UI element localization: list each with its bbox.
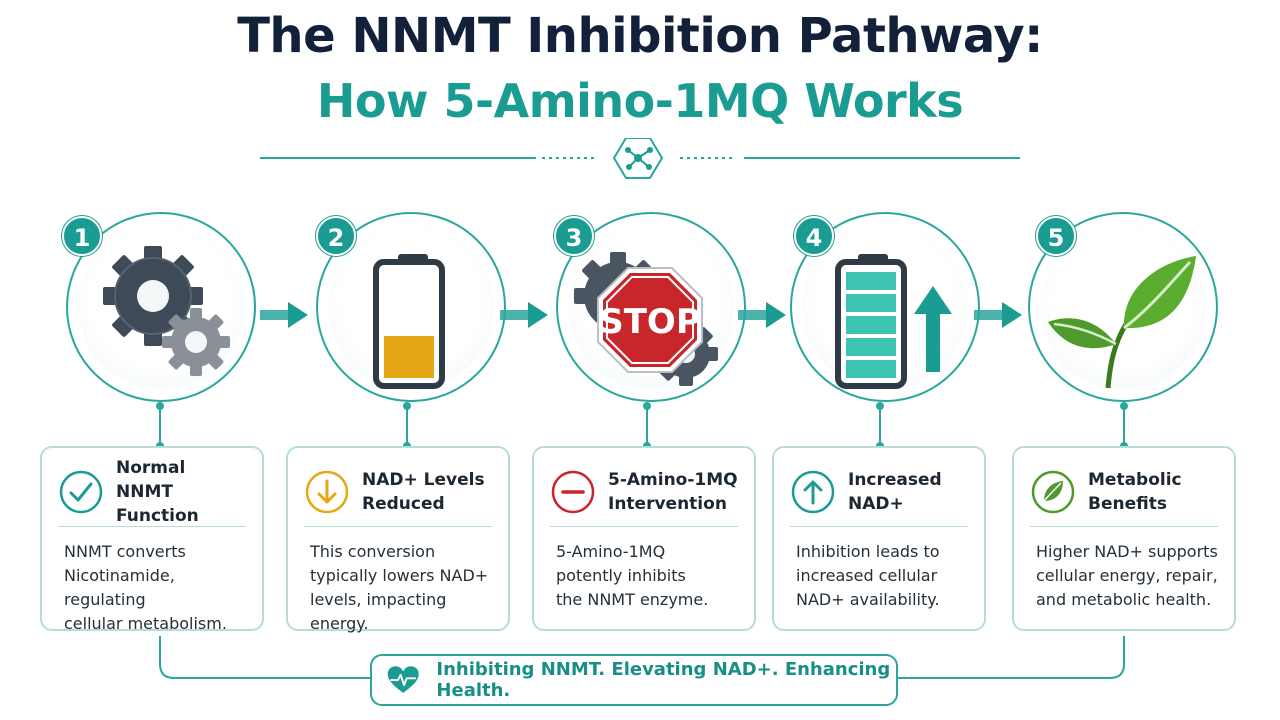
stop-sign-text: STOP	[599, 302, 701, 342]
step-5-number: 5	[1036, 216, 1076, 256]
connector-4	[876, 402, 884, 450]
step-3-circle: STOP	[556, 212, 746, 402]
connector-1	[156, 402, 164, 450]
step-4-number: 4	[794, 216, 834, 256]
step-5-desc-line1: Higher NAD+ supports	[1036, 542, 1218, 561]
step-4-card: Increased NAD+ Inhibition leads to incre…	[772, 446, 986, 631]
full-battery-icon	[835, 254, 952, 389]
step-2-card: NAD+ Levels Reduced This conversion typi…	[286, 446, 510, 633]
stop-sign-icon: STOP	[574, 252, 718, 386]
page-title-line1: The NNMT Inhibition Pathway:	[237, 8, 1043, 64]
connector-3	[643, 402, 651, 450]
flow-arrow-1-2	[260, 302, 308, 328]
molecule-icon	[612, 138, 664, 179]
step-2-title-line1: NAD+ Levels	[362, 470, 485, 490]
title-divider	[260, 138, 1020, 179]
step-1-desc-line2: Nicotinamide, regulating	[64, 566, 175, 609]
step-3-title-line2: Intervention	[608, 494, 727, 514]
card-divider	[790, 526, 968, 527]
step-1-number: 1	[62, 216, 102, 256]
step-3-desc-line3: the NNMT enzyme.	[556, 590, 709, 609]
gears-icon	[103, 246, 230, 376]
card-divider	[58, 526, 246, 527]
step-1-card: Normal NNMT Function NNMT converts Nicot…	[40, 446, 264, 633]
step-5-desc-line2: cellular energy, repair,	[1036, 566, 1218, 585]
card-divider	[550, 526, 738, 527]
step-1-title-line2: NNMT Function	[116, 482, 199, 526]
connector-5	[1120, 402, 1128, 450]
step-3-card: 5-Amino-1MQ Intervention 5-Amino-1MQ pot…	[532, 446, 756, 631]
summary-banner: Inhibiting NNMT. Elevating NAD+. Enhanci…	[370, 654, 898, 706]
step-4-circle	[790, 212, 980, 402]
step-4-desc-line3: NAD+ availability.	[796, 590, 940, 609]
step-3-desc-line1: 5-Amino-1MQ	[556, 542, 666, 561]
step-1-desc-line3: cellular metabolism.	[64, 614, 227, 633]
checkmark-icon	[59, 470, 103, 514]
bottom-connector	[159, 636, 1125, 679]
banner-text: Inhibiting NNMT. Elevating NAD+. Enhanci…	[436, 659, 891, 701]
step-5-title-line1: Metabolic	[1088, 470, 1182, 490]
step-2-desc-line3: levels, impacting energy.	[310, 590, 447, 633]
low-battery-icon	[373, 254, 445, 389]
step-2-desc-line2: typically lowers NAD+	[310, 566, 489, 585]
up-arrow-icon	[791, 470, 835, 514]
step-5-title-line2: Benefits	[1088, 494, 1167, 514]
step-4-title-line1: Increased	[848, 470, 942, 490]
step-1-desc-line1: NNMT converts	[64, 542, 186, 561]
minus-icon	[551, 470, 595, 514]
step-4-desc-line1: Inhibition leads to	[796, 542, 940, 561]
step-1-title-line1: Normal	[116, 458, 186, 478]
up-arrow-icon	[914, 286, 952, 372]
step-2-circle	[316, 212, 506, 402]
step-3-number: 3	[554, 216, 594, 256]
flow-arrow-4-5	[974, 302, 1022, 328]
step-3-title-line1: 5-Amino-1MQ	[608, 470, 738, 490]
step-4-title-line2: NAD+	[848, 494, 904, 514]
flow-arrow-3-4	[738, 302, 786, 328]
page-title-line2: How 5-Amino-1MQ Works	[316, 74, 964, 128]
connector-2	[403, 402, 411, 450]
step-2-title-line2: Reduced	[362, 494, 445, 514]
step-5-desc-line3: and metabolic health.	[1036, 590, 1212, 609]
heart-pulse-icon	[387, 666, 419, 693]
leaf-icon	[1048, 256, 1196, 389]
card-divider	[304, 526, 492, 527]
step-2-desc-line1: This conversion	[310, 542, 436, 561]
down-arrow-icon	[305, 470, 349, 514]
step-5-card: Metabolic Benefits Higher NAD+ supports …	[1012, 446, 1236, 631]
step-3-desc-line2: potently inhibits	[556, 566, 686, 585]
step-4-desc-line2: increased cellular	[796, 566, 938, 585]
flow-arrow-2-3	[500, 302, 548, 328]
leaf-badge-icon	[1031, 470, 1075, 514]
card-divider	[1030, 526, 1218, 527]
step-2-number: 2	[316, 216, 356, 256]
